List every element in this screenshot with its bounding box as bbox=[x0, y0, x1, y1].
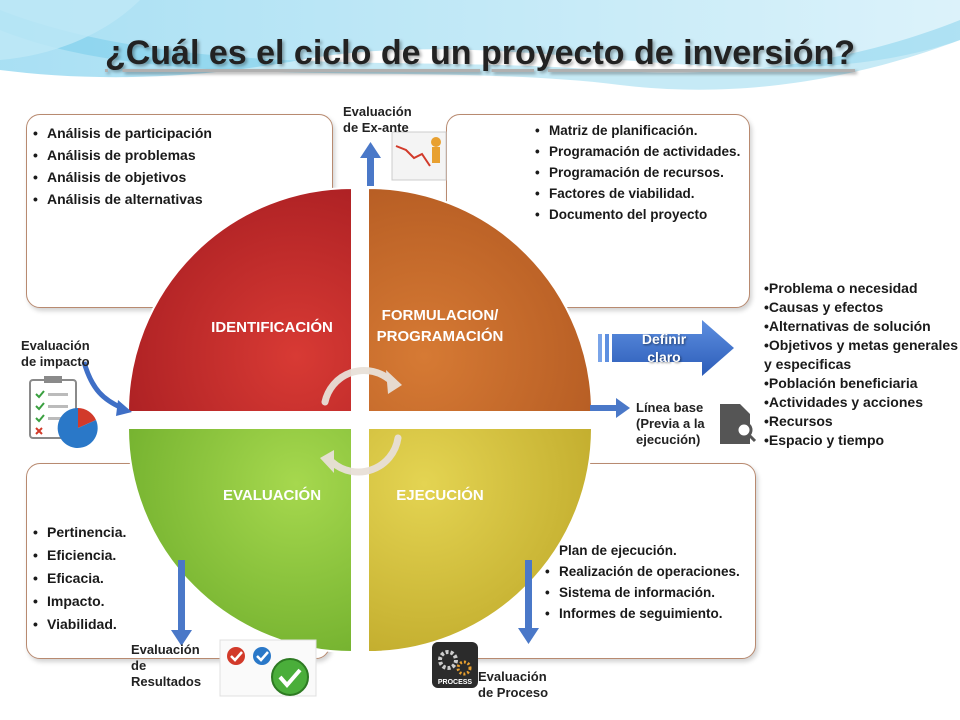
list-item: Realización de operaciones. bbox=[545, 564, 755, 580]
list-item: Eficiencia. bbox=[33, 547, 233, 564]
quadrant-identificacion bbox=[126, 186, 353, 413]
definir-claro-arrow: Definir claro bbox=[598, 318, 736, 378]
label-line: Evaluación bbox=[343, 104, 412, 119]
list-item: Análisis de alternativas bbox=[33, 191, 233, 208]
list-item: Población beneficiaria bbox=[764, 374, 960, 393]
label-line: de bbox=[131, 658, 147, 673]
label-line: ejecución) bbox=[636, 432, 701, 447]
label-line: Evaluación bbox=[478, 669, 547, 684]
cycle-arrows-icon bbox=[320, 367, 402, 476]
list-item: Causas y efectos bbox=[764, 298, 960, 317]
proceso-label: Evaluación de Proceso bbox=[478, 669, 548, 701]
list-item: Objetivos y metas generales y especifica… bbox=[764, 336, 960, 374]
big-right-arrow-icon bbox=[598, 320, 734, 376]
list-item: Espacio y tiempo bbox=[764, 431, 960, 450]
list-item: Actividades y acciones bbox=[764, 393, 960, 412]
label-line: de impacto bbox=[21, 354, 90, 369]
definir-line2: claro bbox=[647, 349, 681, 365]
resultados-label: Evaluación de Resultados bbox=[131, 642, 201, 690]
formulacion-label-line2: PROGRAMACIÓN bbox=[377, 327, 504, 345]
definir-line1: Definir bbox=[641, 331, 687, 347]
list-item: Eficacia. bbox=[33, 570, 233, 587]
ejecucion-list: Plan de ejecución. Realización de operac… bbox=[545, 543, 755, 627]
identificacion-label: IDENTIFICACIÓN bbox=[211, 318, 333, 336]
list-item: Análisis de problemas bbox=[33, 147, 233, 164]
label-line: (Previa a la bbox=[636, 416, 705, 431]
list-item: Pertinencia. bbox=[33, 524, 233, 541]
evaluacion-label: EVALUACIÓN bbox=[223, 486, 321, 504]
page-title: ¿Cuál es el ciclo de un proyecto de inve… bbox=[104, 34, 856, 72]
list-item: Recursos bbox=[764, 412, 960, 431]
list-item: Análisis de participación bbox=[33, 125, 233, 142]
ejecucion-label: EJECUCIÓN bbox=[396, 486, 484, 504]
ex-ante-label: Evaluación de Ex-ante bbox=[343, 104, 412, 136]
list-item: Viabilidad. bbox=[33, 616, 233, 633]
list-item: Factores de viabilidad. bbox=[535, 186, 747, 202]
list-item: Documento del proyecto bbox=[535, 207, 747, 223]
list-item: Problema o necesidad bbox=[764, 279, 960, 298]
label-line: de Proceso bbox=[478, 685, 549, 700]
list-item: Matriz de planificación. bbox=[535, 123, 747, 139]
identificacion-list: Análisis de participación Análisis de pr… bbox=[33, 125, 233, 213]
quadrant-ejecucion bbox=[367, 427, 594, 654]
formulacion-label-line1: FORMULACION/ bbox=[382, 307, 499, 324]
list-item: Informes de seguimiento. bbox=[545, 606, 755, 622]
label-line: Evaluación bbox=[21, 338, 90, 353]
list-item: Impacto. bbox=[33, 593, 233, 610]
list-item: Programación de actividades. bbox=[535, 144, 747, 160]
formulacion-list: Matriz de planificación. Programación de… bbox=[535, 123, 747, 228]
list-item: Alternativas de solución bbox=[764, 317, 960, 336]
label-line: de Ex-ante bbox=[343, 120, 409, 135]
list-item: Análisis de objetivos bbox=[33, 169, 233, 186]
impacto-label: Evaluación de impacto bbox=[21, 338, 90, 370]
definition-list: Problema o necesidad Causas y efectos Al… bbox=[764, 279, 960, 450]
linea-base-label: Línea base (Previa a la ejecución) bbox=[636, 400, 705, 448]
label-line: Evaluación bbox=[131, 642, 200, 657]
label-line: Línea base bbox=[636, 400, 704, 415]
list-item: Programación de recursos. bbox=[535, 165, 747, 181]
quadrant-formulacion bbox=[367, 186, 594, 413]
label-line: Resultados bbox=[131, 674, 202, 689]
quadrant-evaluacion bbox=[126, 427, 353, 654]
definir-claro-text: Definir claro bbox=[620, 330, 708, 366]
evaluacion-list: Pertinencia. Eficiencia. Eficacia. Impac… bbox=[33, 524, 233, 639]
project-cycle-circle: IDENTIFICACIÓN FORMULACION/ PROGRAMACIÓN… bbox=[126, 186, 594, 654]
list-item: Sistema de información. bbox=[545, 585, 755, 601]
